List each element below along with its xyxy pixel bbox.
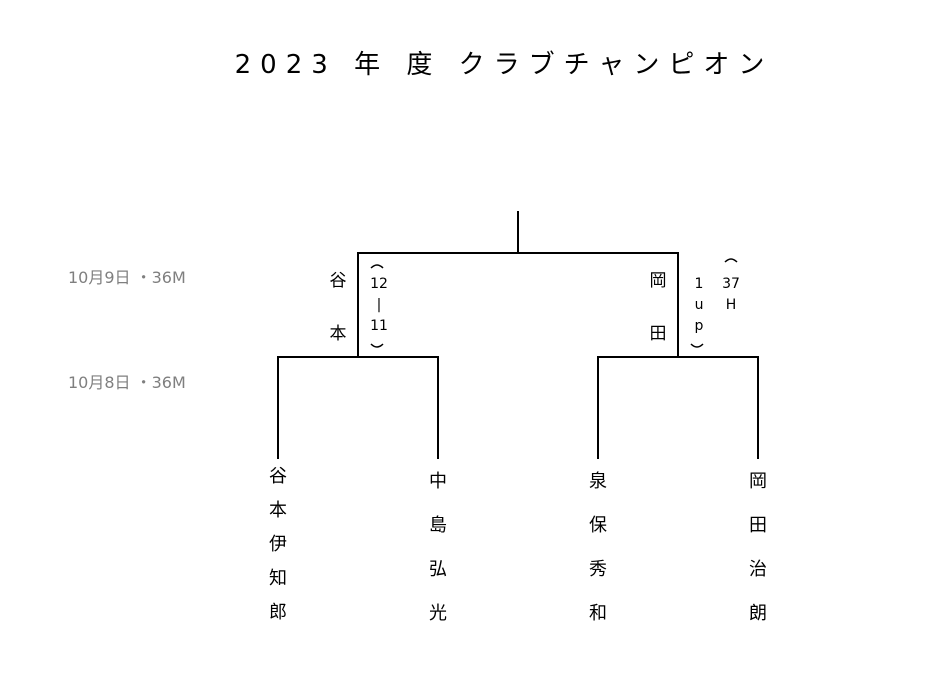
final-connector xyxy=(357,252,679,254)
right-score-bracket-bottom xyxy=(690,343,704,348)
right-extra-bracket xyxy=(724,258,738,263)
player-1-name: 谷 本 伊 知 郎 xyxy=(269,466,287,623)
player-2-stem xyxy=(437,356,439,459)
page-title: 2023 年 度 クラブチャンピオン xyxy=(234,50,774,80)
semi-round-label: 10月8日 ・36M xyxy=(68,373,186,392)
right-extra-holes: 37 H xyxy=(722,276,740,313)
player-4-stem xyxy=(757,356,759,459)
right-final-score: 1 u p xyxy=(694,276,704,334)
final-right-stem xyxy=(677,252,679,357)
final-left-stem xyxy=(357,252,359,357)
semi-left-connector xyxy=(277,356,439,358)
player-2-name: 中 島 弘 光 xyxy=(429,471,447,624)
player-3-stem xyxy=(597,356,599,459)
left-final-score: 12 | 11 xyxy=(370,276,388,334)
champion-line xyxy=(517,211,519,253)
final-right-winner: 岡 田 xyxy=(649,271,667,344)
final-left-winner: 谷 本 xyxy=(329,271,347,344)
left-score-bracket xyxy=(370,264,384,348)
player-3-name: 泉 保 秀 和 xyxy=(589,471,607,624)
player-1-stem xyxy=(277,356,279,459)
final-round-label: 10月9日 ・36M xyxy=(68,268,186,287)
semi-right-connector xyxy=(597,356,759,358)
player-4-name: 岡 田 治 朗 xyxy=(749,471,767,624)
